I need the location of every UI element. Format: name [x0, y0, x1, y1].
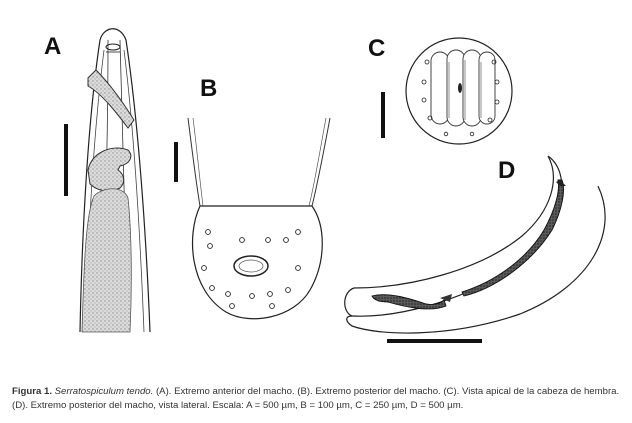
panel-label-a: A	[44, 33, 61, 60]
panel-label-c: C	[368, 35, 385, 62]
figure-number: Figura 1.	[12, 386, 52, 397]
figure-caption: Figura 1. Serratospiculum tendo. (A). Ex…	[12, 385, 624, 413]
caption-text: (A). Extremo anterior del macho. (B). Ex…	[12, 386, 620, 411]
panel-c-drawing: C	[368, 35, 513, 145]
panel-d-drawing: D	[344, 155, 606, 343]
figure-illustration: A B	[44, 28, 606, 343]
panel-label-b: B	[200, 75, 217, 102]
panel-b-drawing: B	[174, 75, 331, 320]
species-name: Serratospiculum tendo.	[54, 386, 154, 397]
panel-label-d: D	[498, 157, 515, 184]
panel-a-drawing: A	[44, 28, 151, 333]
